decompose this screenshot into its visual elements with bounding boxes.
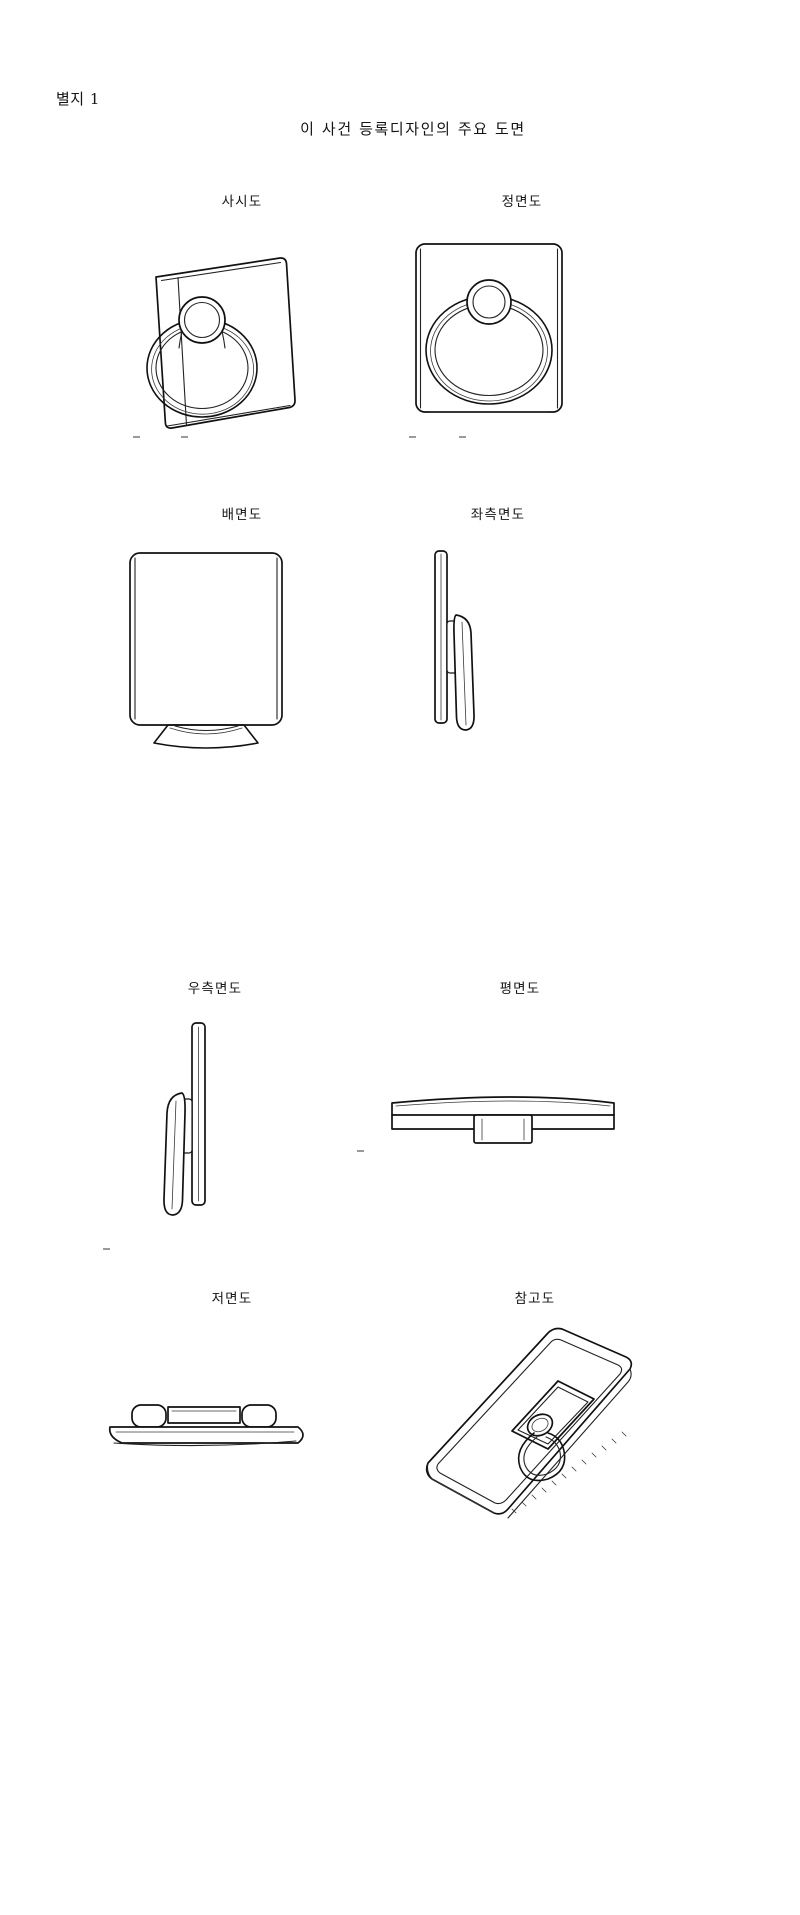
drawing-right-side-view (90, 1003, 340, 1233)
figure-caption-right-side: 우측면도 (187, 981, 243, 997)
figure-caption-reference: 참고도 (514, 1291, 556, 1307)
figure-rear: 배면도 (92, 508, 392, 749)
registration-tick (181, 436, 188, 438)
drawing-rear-view (92, 529, 392, 749)
figure-front: 정면도 (372, 195, 672, 446)
figure-caption-top: 평면도 (499, 981, 541, 997)
page-title: 이 사건 등록디자인의 주요 도면 (300, 120, 526, 138)
drawing-front-view (372, 216, 672, 446)
attachment-label: 별지 1 (56, 90, 100, 108)
figure-caption-perspective: 사시도 (221, 194, 263, 210)
figure-left-side: 좌측면도 (378, 508, 618, 749)
figure-caption-bottom: 저면도 (211, 1291, 253, 1307)
figure-caption-rear: 배면도 (221, 507, 263, 523)
registration-tick (459, 436, 466, 438)
drawing-top-view (370, 1003, 670, 1233)
figure-caption-left-side: 좌측면도 (470, 507, 526, 523)
drawing-bottom-view (92, 1313, 372, 1503)
figure-bottom: 저면도 (92, 1292, 372, 1503)
drawing-perspective-view (92, 216, 392, 446)
figure-top: 평면도 (370, 982, 670, 1233)
registration-tick (409, 436, 416, 438)
drawing-left-side-view (378, 529, 618, 749)
drawing-reference-view (380, 1313, 690, 1563)
registration-tick (357, 1150, 364, 1152)
registration-tick (103, 1248, 110, 1250)
figure-reference: 참고도 (380, 1292, 690, 1563)
figure-right-side: 우측면도 (90, 982, 340, 1233)
figure-perspective: 사시도 (92, 195, 392, 446)
figure-caption-front: 정면도 (501, 194, 543, 210)
registration-tick (133, 436, 140, 438)
